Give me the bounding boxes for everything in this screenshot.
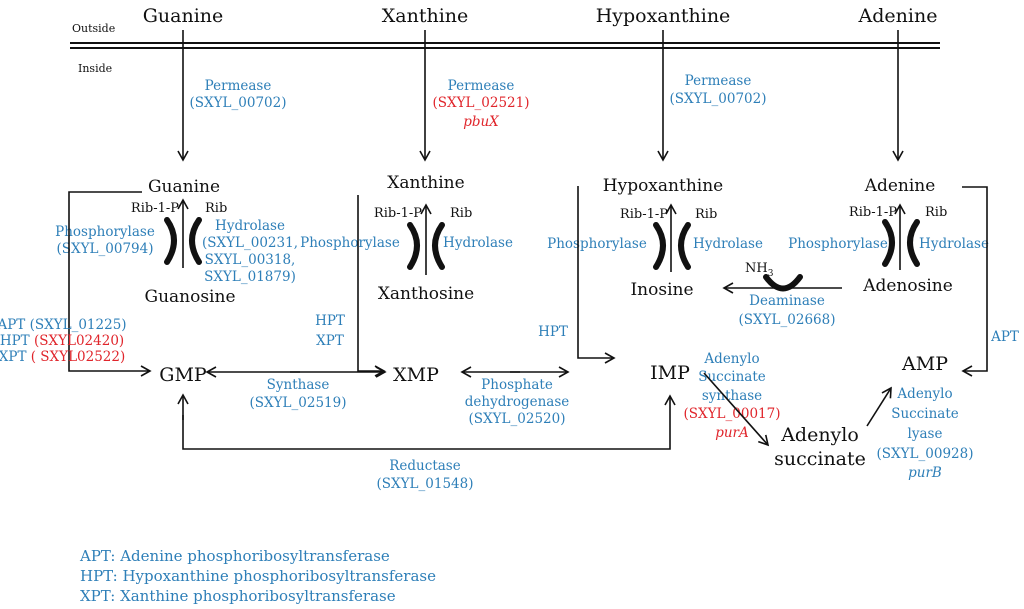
- hypoxanthine-permease: Permease: [685, 73, 752, 89]
- xanthine-permease-gene: pbuX: [463, 114, 500, 130]
- amp: AMP: [901, 353, 948, 375]
- guanine-outside: Guanine: [143, 5, 224, 27]
- hypoxanthine-hydrolase: Hydrolase: [693, 236, 763, 252]
- adenine-phosphorylase: Phosphorylase: [788, 236, 888, 252]
- crescent-icon: [164, 217, 177, 265]
- adenosine: Adenosine: [862, 276, 953, 296]
- pura-gene: purA: [715, 425, 749, 441]
- hypoxanthine-to-imp-arrow: [577, 186, 616, 364]
- guanosine: Guanosine: [144, 287, 235, 307]
- dehydrogenase-id: (SXYL_02520): [469, 411, 566, 427]
- adenylosuccinate-lyase-id: (SXYL_00928): [877, 446, 974, 462]
- guanine-hydrolase-id: SXYL_01879): [204, 269, 296, 285]
- rib-label: Rib: [205, 201, 227, 216]
- hypoxanthine-outside: Hypoxanthine: [596, 5, 731, 27]
- inosine: Inosine: [630, 280, 693, 300]
- xanthine-inside: Xanthine: [387, 173, 464, 193]
- adenylosuccinate-to-amp-arrow: [866, 386, 892, 427]
- adenine-inside: Adenine: [864, 176, 936, 196]
- rib-label: Rib: [450, 206, 472, 221]
- adenylosuccinate-synthase: Adenylo: [703, 351, 759, 367]
- crescent-icon: [882, 219, 895, 267]
- reductase: Reductase: [389, 458, 460, 474]
- legend-apt: APT: Adenine phosphoribosyltransferase: [79, 547, 390, 565]
- hpt-label: HPT: [538, 324, 568, 340]
- adenylo-succinate: succinate: [774, 448, 866, 470]
- crescent-icon: [189, 217, 202, 265]
- hpt-label: HPT: [315, 313, 345, 329]
- xanthine-permease-id: (SXYL_02521): [433, 95, 530, 111]
- adenine-to-amp-arrow: [961, 186, 988, 377]
- guanine-phosphorylase-id: (SXYL_00794): [57, 241, 154, 257]
- inside-label: Inside: [78, 62, 112, 75]
- xanthine-permease: Permease: [448, 78, 515, 94]
- hypoxanthine-inside: Hypoxanthine: [603, 176, 723, 196]
- purb-gene: purB: [908, 465, 942, 481]
- dehydrogenase: Phosphate: [481, 377, 553, 393]
- imp-to-adenylosuccinate-arrow: [703, 372, 770, 447]
- crescent-icon: [653, 222, 666, 270]
- deaminase-id: (SXYL_02668): [739, 312, 836, 328]
- rib-label: Rib: [695, 207, 717, 222]
- legend-hpt: HPT: Hypoxanthine phosphoribosyltransfer…: [80, 567, 436, 585]
- apt-label: APT: [990, 329, 1019, 345]
- svg-text:XPT ( SXYL02522): XPT ( SXYL02522): [0, 349, 125, 365]
- adenylosuccinate-lyase: Succinate: [891, 406, 959, 422]
- adenylosuccinate-synthase: synthase: [702, 388, 762, 404]
- transport-arrows: [177, 30, 904, 162]
- imp: IMP: [650, 362, 690, 384]
- deaminase: Deaminase: [749, 293, 825, 309]
- left-transferases: APT (SXYL_01225) HPT (SXYL02420) XPT ( S…: [0, 317, 127, 365]
- guanine-hydrolase-id: SXYL_00318,: [205, 252, 296, 268]
- dehydrogenase: dehydrogenase: [465, 394, 569, 410]
- adenylosuccinate-lyase: Adenylo: [896, 386, 952, 402]
- rib1p-label: Rib-1-P: [620, 207, 668, 222]
- adenylosuccinate-synthase: Succinate: [698, 369, 766, 385]
- adenylo-succinate: Adenylo: [780, 424, 859, 446]
- rib1p-label: Rib-1-P: [849, 205, 897, 220]
- crescent-icon: [407, 222, 420, 270]
- svg-text:HPT (SXYL02420): HPT (SXYL02420): [0, 333, 124, 349]
- reductase-id: (SXYL_01548): [377, 476, 474, 492]
- nh3-release-icon: [763, 274, 803, 292]
- hypoxanthine-permease-id: (SXYL_00702): [670, 91, 767, 107]
- synthase: Synthase: [267, 377, 330, 393]
- nh3-label: NH3: [745, 261, 774, 279]
- adenylosuccinate-synthase-id: (SXYL_00017): [684, 406, 781, 422]
- rib1p-label: Rib-1-P: [131, 201, 179, 216]
- xanthine-to-xmp-arrow: [357, 195, 386, 377]
- crescent-icon: [907, 219, 920, 267]
- rib1p-label: Rib-1-P: [374, 206, 422, 221]
- crescent-icon: [432, 222, 445, 270]
- adenine-outside: Adenine: [858, 5, 938, 27]
- xanthine-hydrolase: Hydrolase: [443, 235, 513, 251]
- synthase-id: (SXYL_02519): [250, 395, 347, 411]
- guanine-phosphorylase: Phosphorylase: [55, 224, 155, 240]
- xanthine-outside: Xanthine: [382, 5, 469, 27]
- guanine-hydrolase: Hydrolase: [215, 218, 285, 234]
- guanine-to-gmp-arrow: [68, 191, 152, 377]
- legend-xpt: XPT: Xanthine phosphoribosyltransferase: [80, 587, 396, 605]
- reductase-arrow-to-imp: [182, 394, 676, 450]
- guanine-hydrolase-id: (SXYL_00231,: [202, 235, 298, 251]
- xmp: XMP: [393, 364, 439, 386]
- guanine-inside: Guanine: [148, 177, 220, 197]
- adenine-hydrolase: Hydrolase: [919, 236, 989, 252]
- rib-label: Rib: [925, 205, 947, 220]
- outside-label: Outside: [72, 22, 115, 35]
- xpt-label: XPT: [316, 333, 344, 349]
- cell-membrane: [70, 42, 940, 49]
- hypoxanthine-phosphorylase: Phosphorylase: [547, 236, 647, 252]
- guanine-permease: Permease: [205, 78, 272, 94]
- svg-text:APT (SXYL_01225): APT (SXYL_01225): [0, 317, 127, 333]
- xanthosine: Xanthosine: [378, 284, 474, 304]
- xanthine-phosphorylase: Phosphorylase: [300, 235, 400, 251]
- guanine-permease-id: (SXYL_00702): [190, 95, 287, 111]
- adenylosuccinate-lyase: lyase: [908, 426, 943, 442]
- gmp: GMP: [159, 364, 207, 386]
- crescent-icon: [678, 222, 691, 270]
